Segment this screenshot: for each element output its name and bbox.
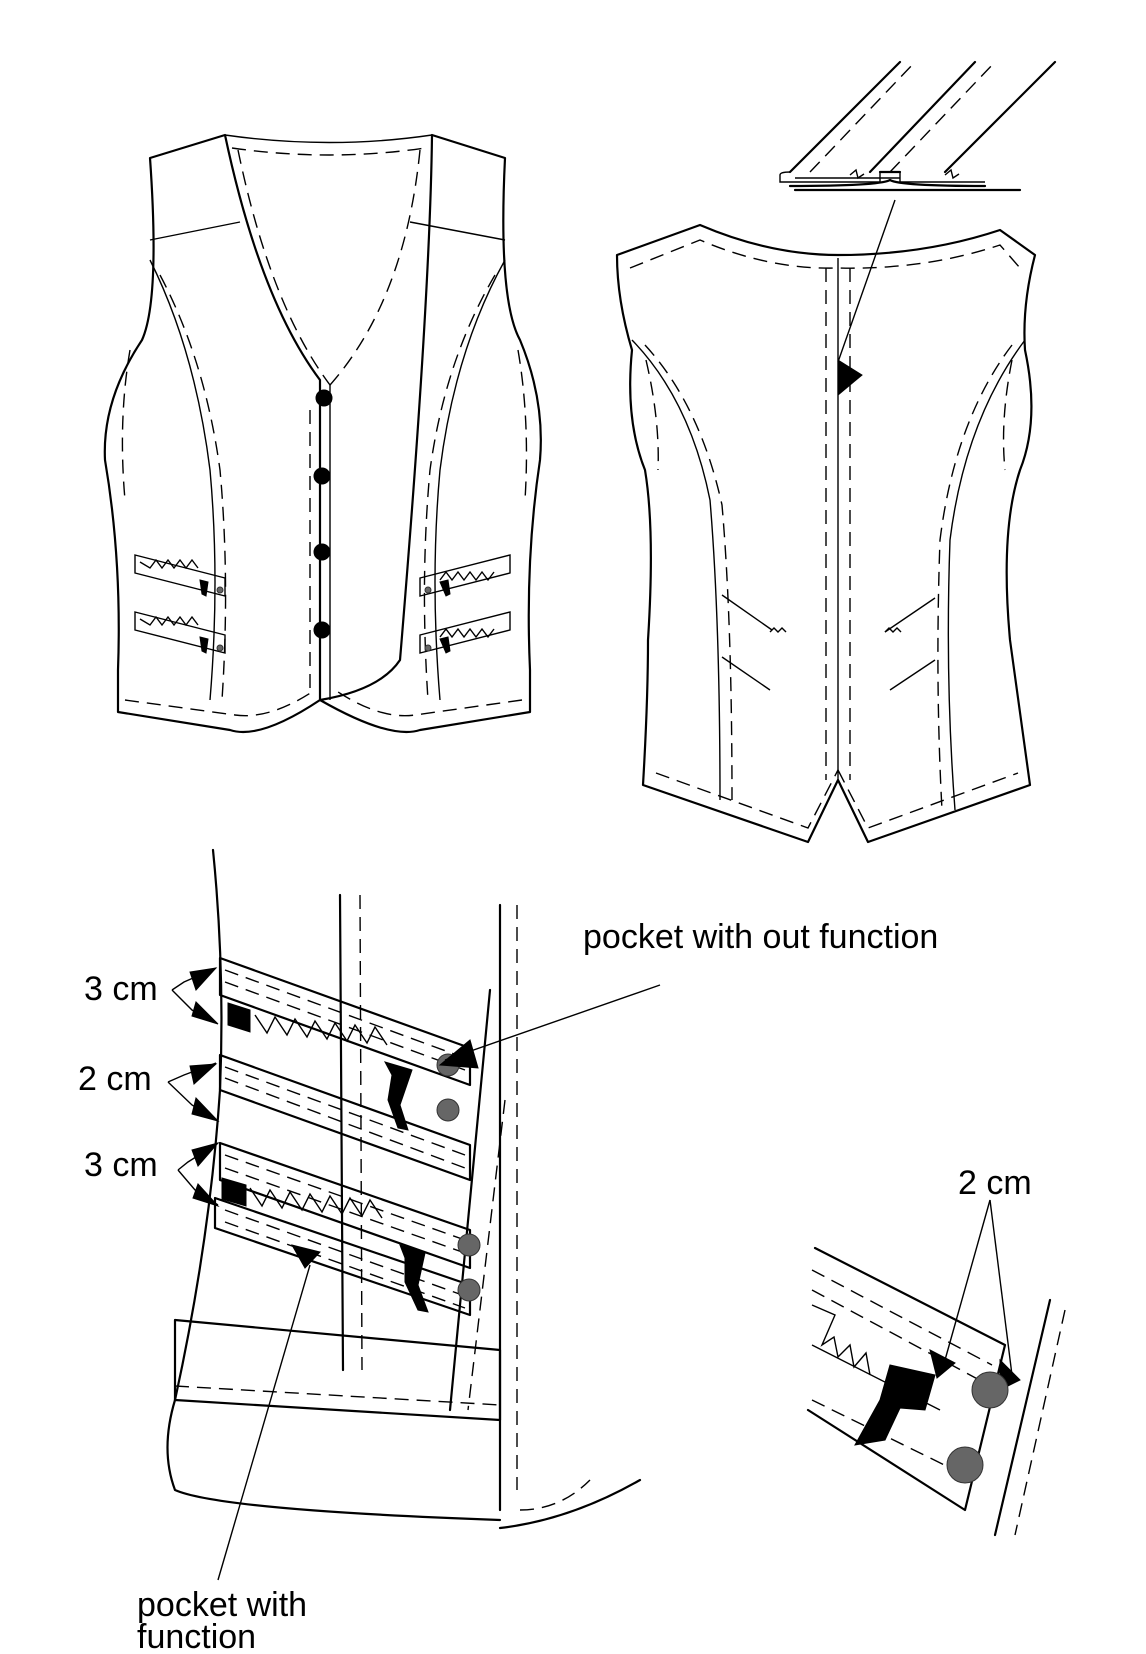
label-2cm-detail: 2 cm — [958, 1164, 1032, 1202]
pocket-detail — [166, 848, 661, 1581]
label-3cm-lower: 3 cm — [84, 1146, 158, 1184]
label-2cm-left: 2 cm — [78, 1060, 152, 1098]
front-vest-view — [103, 133, 542, 734]
button — [313, 543, 331, 561]
label-pocket-with-function-line1: pocket with — [137, 1586, 307, 1624]
label-pocket-with-function-line2: function — [137, 1618, 256, 1654]
zoom-detail — [806, 1199, 1066, 1537]
button — [315, 389, 333, 407]
seam-detail — [779, 60, 1057, 363]
back-vest-view — [615, 223, 1037, 844]
button — [313, 467, 331, 485]
button — [313, 621, 331, 639]
label-pocket-without-function: pocket with out function — [583, 918, 938, 956]
label-3cm-upper: 3 cm — [84, 970, 158, 1008]
